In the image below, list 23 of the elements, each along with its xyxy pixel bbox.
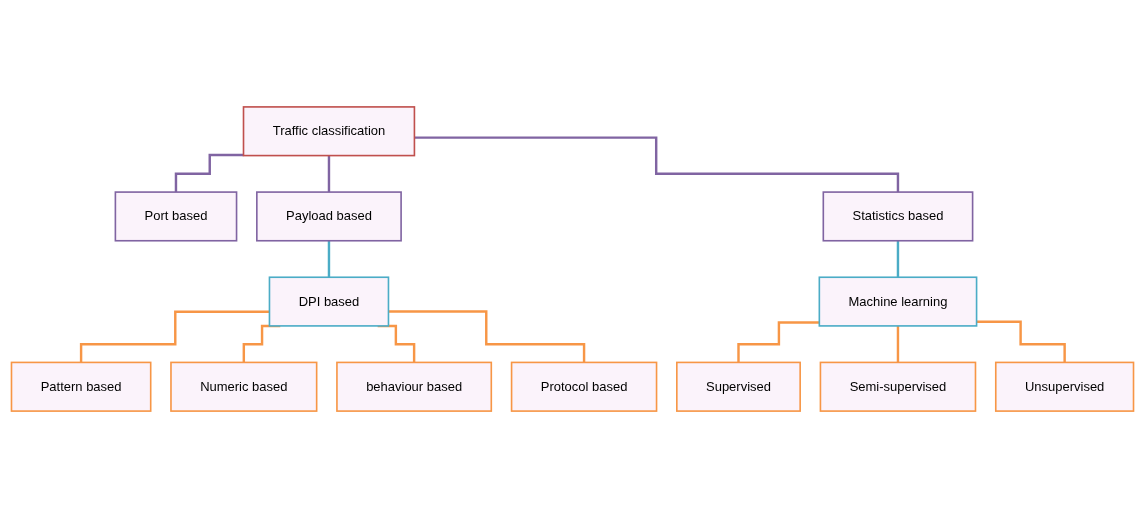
connector bbox=[737, 321, 820, 364]
node-box: Pattern based bbox=[10, 361, 152, 412]
connector bbox=[327, 239, 331, 279]
node-box: Semi-supervised bbox=[819, 361, 977, 412]
node-box: behaviour based bbox=[336, 361, 493, 412]
connector bbox=[388, 310, 586, 364]
node-box: Supervised bbox=[676, 361, 801, 412]
connector bbox=[79, 310, 270, 364]
node-box: Traffic classification bbox=[242, 106, 416, 157]
connector bbox=[414, 136, 900, 194]
connector bbox=[327, 154, 331, 194]
node-box: DPI based bbox=[268, 276, 390, 327]
node-box: Statistics based bbox=[822, 191, 974, 242]
node-box: Protocol based bbox=[510, 361, 658, 412]
node-box: Port based bbox=[114, 191, 238, 242]
node-box: Numeric based bbox=[170, 361, 318, 412]
connector bbox=[174, 153, 244, 194]
connector bbox=[976, 320, 1066, 364]
node-box: Machine learning bbox=[818, 276, 978, 327]
node-box: Unsupervised bbox=[994, 361, 1135, 412]
node-box: Payload based bbox=[256, 191, 402, 242]
connector bbox=[896, 239, 900, 279]
connector bbox=[896, 324, 900, 364]
